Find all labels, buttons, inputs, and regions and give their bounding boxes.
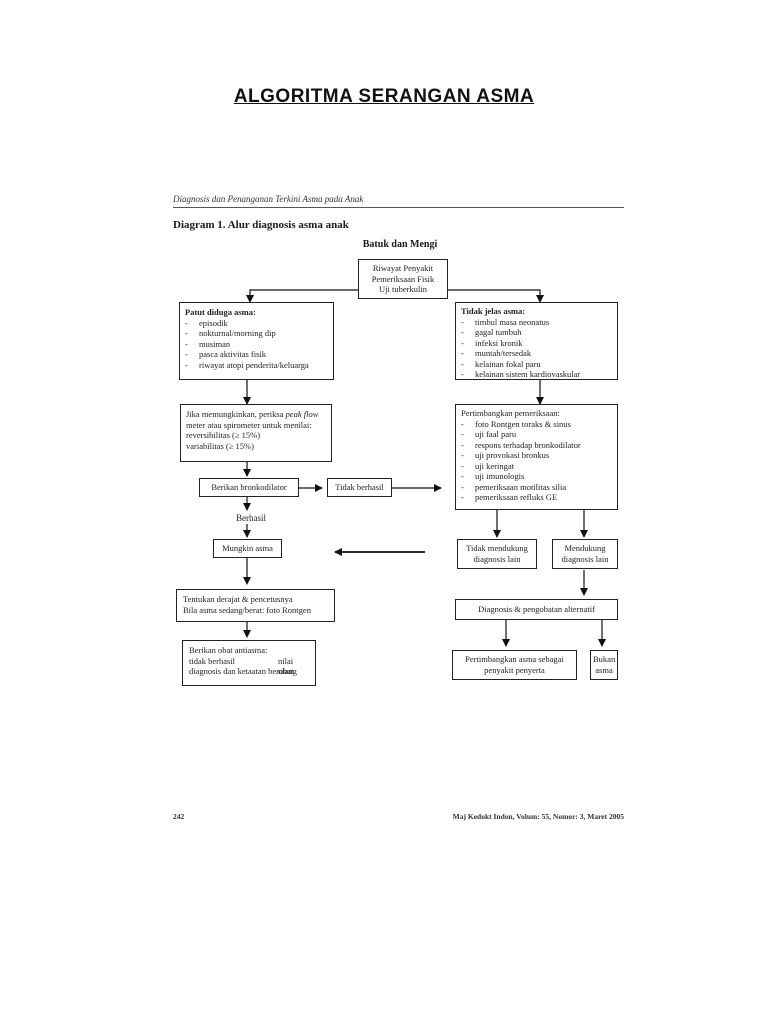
comorbid-line: Pertimbangkan asma sebagai (465, 654, 564, 664)
severity-line: Tentukan derajat & pencetusnya (183, 594, 293, 604)
peak-flow-line: variabilitas (≥ 15%) (186, 440, 254, 451)
list-item: uji imunologis (461, 471, 612, 482)
list-item: timbul masa neonatus (461, 317, 612, 328)
not-asthma-line: asma (595, 664, 613, 675)
medication-line: Berikan obat antiasma: (189, 645, 268, 655)
medication-box: Berikan obat antiasma: tidak berhasil ni… (182, 640, 316, 686)
unclear-title: Tidak jelas asma: (461, 306, 526, 316)
list-item: infeksi kronik (461, 338, 612, 349)
list-item: pemeriksaan refluks GE (461, 492, 612, 503)
severity-line: Bila asma sedang/berat: foto Rontgen (183, 604, 311, 615)
peak-flow-line: meter atau spirometer untuk menilai: (186, 419, 312, 430)
history-exam-box: Riwayat Penyakit Pemeriksaan Fisik Uji t… (358, 259, 448, 299)
list-item: foto Rontgen toraks & sinus (461, 419, 612, 430)
peak-flow-term: peak flow (285, 409, 319, 419)
unclear-asthma-box: Tidak jelas asma: timbul masa neonatus g… (455, 302, 618, 380)
list-item: nokturnal/morning dip (185, 328, 328, 339)
not-asthma-box: Bukan asma (590, 650, 618, 680)
support-line: Mendukung (564, 543, 606, 553)
bronchodilator-box: Berikan bronkodilator (199, 478, 299, 497)
arrow-history-to-suspected (246, 289, 358, 303)
consider-list: foto Rontgen toraks & sinus uji faal par… (461, 419, 612, 503)
maybe-asthma-box: Mungkin asma (213, 539, 282, 558)
peak-flow-line: reversibilitas (≥ 15%) (186, 430, 261, 440)
peak-flow-line: Jika memungkinkan, periksa peak flow (186, 409, 326, 420)
running-head: Diagnosis dan Penanganan Terkini Asma pa… (173, 194, 364, 204)
support-box: Mendukung diagnosis lain (552, 539, 618, 569)
medication-reassess-text: nilai ulang (278, 655, 297, 677)
list-item: kelainan fokal paru (461, 359, 612, 370)
comorbid-line: penyakit penyerta (484, 664, 545, 675)
header-rule (173, 207, 624, 208)
not-success-box: Tidak berhasil (327, 478, 392, 497)
page-number: 242 (173, 812, 185, 821)
consider-title: Pertimbangkan pemeriksaan: (461, 408, 560, 418)
peak-flow-prefix: Jika memungkinkan, periksa (186, 409, 286, 419)
list-item: uji faal paru (461, 429, 612, 440)
alt-diagnosis-box: Diagnosis & pengobatan alternatif (455, 599, 618, 620)
not-support-line: Tidak mendukung (466, 543, 528, 553)
suspected-list: episodik nokturnal/morning dip musiman p… (185, 318, 328, 371)
suspected-title: Patut diduga asma: (185, 307, 256, 317)
medication-line: diagnosis dan ketaatan berobat (189, 666, 294, 676)
page-title: ALGORITMA SERANGAN ASMA (233, 86, 535, 107)
success-label: Berhasil (236, 513, 266, 523)
list-item: pemeriksaan motilitas silia (461, 482, 612, 493)
journal-citation: Maj Kedokt Indon, Volum: 55, Nomor: 3, M… (452, 812, 624, 821)
diagram-caption: Diagram 1. Alur diagnosis asma anak (173, 219, 349, 231)
list-item: musiman (185, 339, 328, 350)
medication-line: tidak berhasil nilai ulang (189, 655, 309, 677)
history-line: Riwayat Penyakit (372, 263, 434, 273)
medication-fail-text: tidak berhasil (189, 655, 236, 666)
list-item: respons terhadap bronkodilator (461, 440, 612, 451)
arrow-history-to-unclear (448, 289, 544, 303)
not-asthma-line: Bukan (593, 654, 616, 664)
list-item: uji provokasi bronkus (461, 450, 612, 461)
support-line: diagnosis lain (561, 553, 609, 564)
consider-exam-box: Pertimbangkan pemeriksaan: foto Rontgen … (455, 404, 618, 510)
severity-box: Tentukan derajat & pencetusnya Bila asma… (176, 589, 335, 622)
list-item: muntah/tersedak (461, 348, 612, 359)
suspected-asthma-box: Patut diduga asma: episodik nokturnal/mo… (179, 302, 334, 380)
unclear-list: timbul masa neonatus gagal tumbuh infeks… (461, 317, 612, 380)
list-item: gagal tumbuh (461, 327, 612, 338)
not-support-box: Tidak mendukung diagnosis lain (457, 539, 537, 569)
peak-flow-box: Jika memungkinkan, periksa peak flow met… (180, 404, 332, 462)
list-item: riwayat atopi penderita/keluarga (185, 360, 328, 371)
history-line: Pemeriksaan Fisik (371, 273, 435, 284)
history-line: Uji tuberkulin (379, 284, 427, 294)
not-support-line: diagnosis lain (473, 553, 521, 564)
list-item: uji keringat (461, 461, 612, 472)
list-item: kelainan sistem kardiovaskular (461, 369, 612, 380)
comorbid-box: Pertimbangkan asma sebagai penyakit peny… (452, 650, 577, 680)
list-item: episodik (185, 318, 328, 329)
list-item: pasca aktivitas fisik (185, 349, 328, 360)
root-node-label: Batuk dan Mengi (362, 239, 438, 250)
